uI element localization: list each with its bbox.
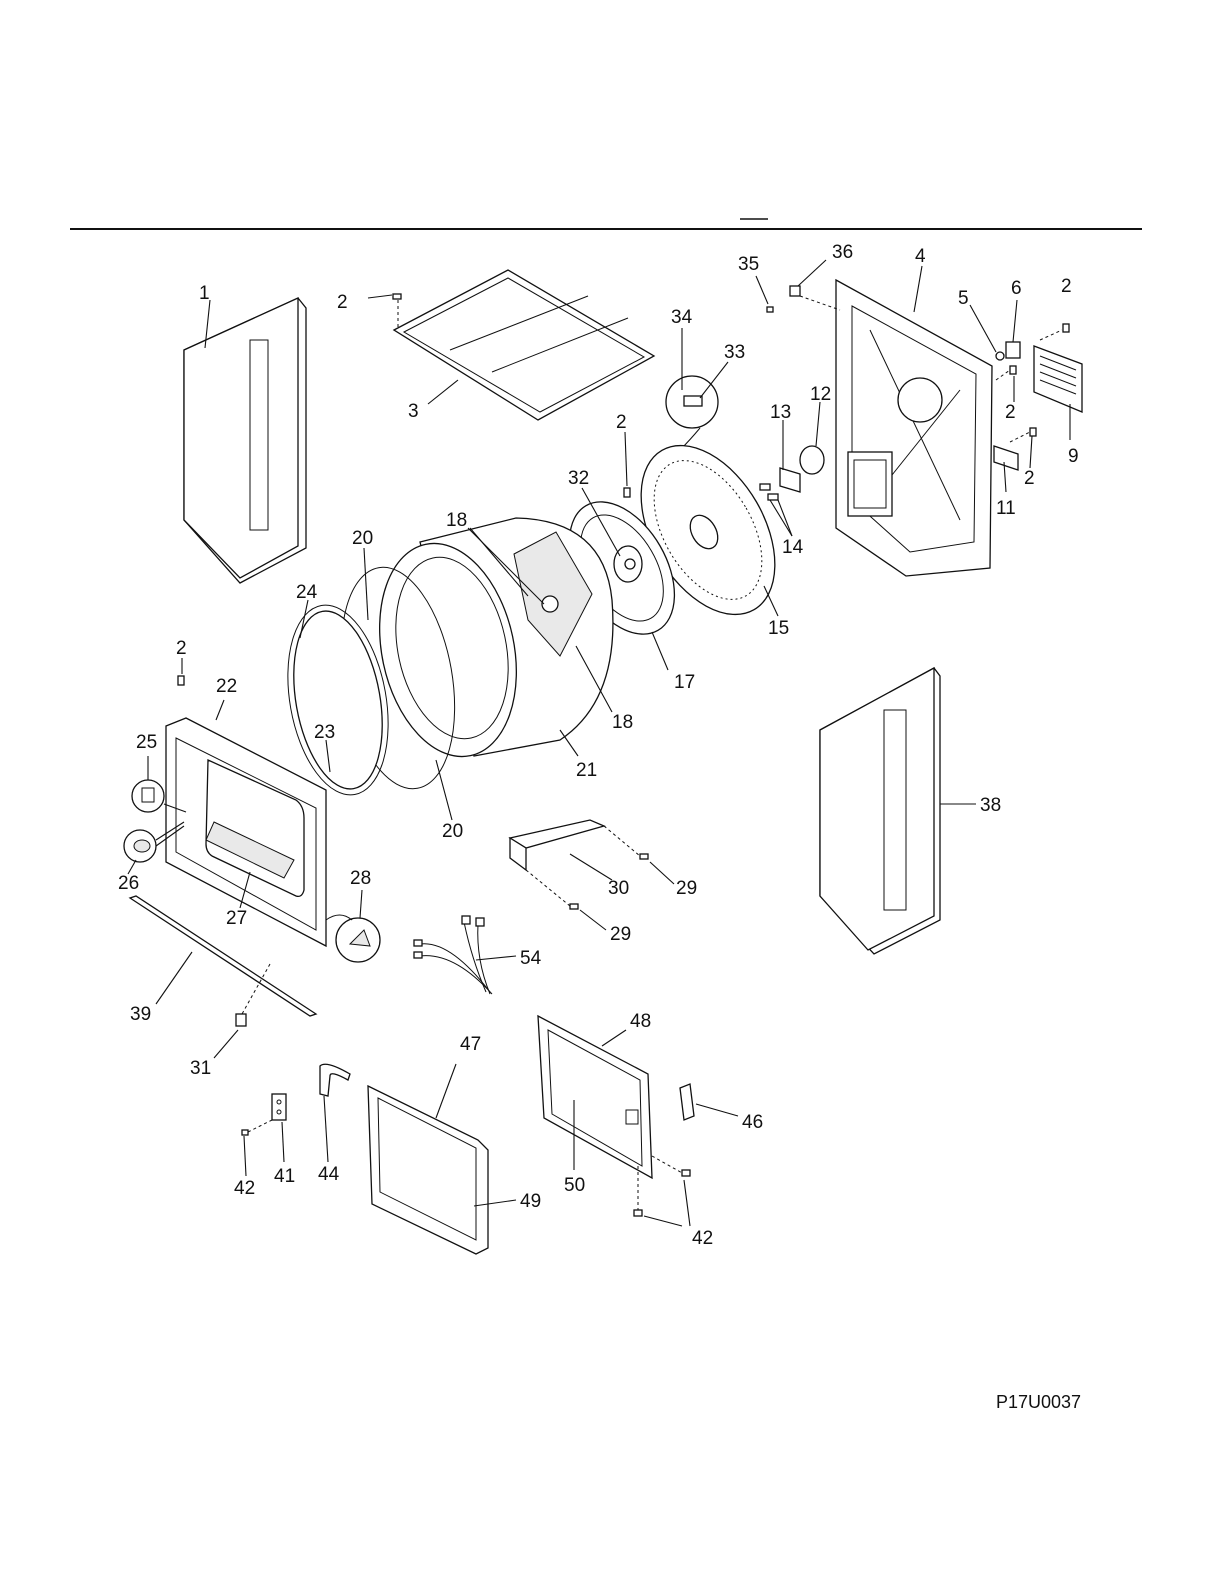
callout-2: 2 bbox=[1005, 402, 1016, 423]
callout-2: 2 bbox=[176, 638, 187, 659]
callout-5: 5 bbox=[958, 288, 969, 309]
callout-46: 46 bbox=[742, 1112, 763, 1133]
callout-13: 13 bbox=[770, 402, 791, 423]
callout-54: 54 bbox=[520, 948, 542, 969]
callout-3: 3 bbox=[408, 401, 419, 422]
callout-35: 35 bbox=[738, 254, 759, 275]
callout-29: 29 bbox=[610, 924, 631, 945]
harness-clip-inset bbox=[326, 890, 380, 962]
wire-clip bbox=[790, 260, 840, 310]
callout-15: 15 bbox=[768, 618, 789, 639]
callout-39: 39 bbox=[130, 1004, 151, 1025]
door-inner-panel bbox=[538, 1016, 690, 1226]
callout-1: 1 bbox=[199, 283, 210, 304]
callout-22: 22 bbox=[216, 676, 237, 697]
callout-2: 2 bbox=[1061, 276, 1072, 297]
callout-48: 48 bbox=[630, 1011, 651, 1032]
callout-41: 41 bbox=[274, 1166, 295, 1187]
callout-6: 6 bbox=[1011, 278, 1022, 299]
right-side-panel bbox=[820, 668, 976, 954]
callout-18: 18 bbox=[612, 712, 633, 733]
callout-12: 12 bbox=[810, 384, 831, 405]
door-strike bbox=[680, 1084, 738, 1120]
door-hinge bbox=[242, 1094, 286, 1176]
callout-50: 50 bbox=[564, 1175, 585, 1196]
callout-36: 36 bbox=[832, 242, 853, 263]
door-outer-panel bbox=[368, 1064, 516, 1254]
left-side-panel bbox=[184, 298, 306, 583]
callout-26: 26 bbox=[118, 873, 139, 894]
thermistor-inset bbox=[666, 328, 728, 450]
callout-2: 2 bbox=[337, 292, 348, 313]
top-panel bbox=[393, 270, 654, 420]
callout-42: 42 bbox=[692, 1228, 713, 1249]
callout-2: 2 bbox=[616, 412, 627, 433]
callout-17: 17 bbox=[674, 672, 695, 693]
door-handle bbox=[320, 1064, 350, 1162]
front-bracket bbox=[510, 820, 674, 930]
callout-38: 38 bbox=[980, 795, 1001, 816]
callout-30: 30 bbox=[608, 878, 629, 899]
callout-25: 25 bbox=[136, 732, 157, 753]
callout-33: 33 bbox=[724, 342, 745, 363]
callout-4: 4 bbox=[915, 246, 926, 267]
callout-21: 21 bbox=[576, 760, 597, 781]
callout-20: 20 bbox=[352, 528, 373, 549]
callout-49: 49 bbox=[520, 1191, 541, 1212]
drum bbox=[361, 518, 613, 769]
figure-code: P17U0037 bbox=[996, 1392, 1081, 1413]
callout-29: 29 bbox=[676, 878, 697, 899]
wire-harness bbox=[414, 916, 516, 994]
callout-34: 34 bbox=[671, 307, 693, 328]
callout-20: 20 bbox=[442, 821, 463, 842]
callout-23: 23 bbox=[314, 722, 335, 743]
callout-11: 11 bbox=[996, 498, 1016, 519]
callout-31: 31 bbox=[190, 1058, 211, 1079]
callout-2: 2 bbox=[1024, 468, 1035, 489]
callout-28: 28 bbox=[350, 868, 371, 889]
callout-24: 24 bbox=[296, 582, 318, 603]
callout-18: 18 bbox=[446, 510, 467, 531]
rear-panel bbox=[836, 266, 992, 576]
callout-44: 44 bbox=[318, 1164, 340, 1185]
callout-14: 14 bbox=[782, 537, 804, 558]
callout-32: 32 bbox=[568, 468, 589, 489]
callout-47: 47 bbox=[460, 1034, 481, 1055]
callout-42: 42 bbox=[234, 1178, 255, 1199]
vent-cover bbox=[1034, 346, 1082, 440]
callout-27: 27 bbox=[226, 908, 247, 929]
callout-9: 9 bbox=[1068, 446, 1079, 467]
